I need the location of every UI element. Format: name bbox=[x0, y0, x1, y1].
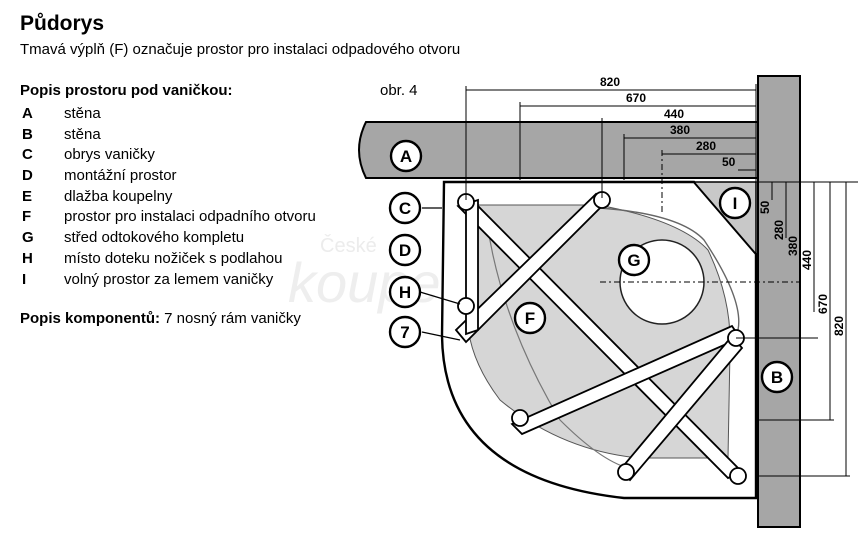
dim-h-50: 50 bbox=[722, 155, 736, 169]
components-text: 7 nosný rám vaničky bbox=[164, 310, 301, 327]
callout-a-label: A bbox=[400, 147, 412, 166]
callout-c-label: C bbox=[399, 199, 411, 218]
support-frame bbox=[454, 192, 744, 482]
callout-i-label: I bbox=[733, 194, 738, 213]
foot-icon bbox=[457, 297, 475, 315]
dim-h-280: 280 bbox=[696, 139, 716, 153]
legend-key: B bbox=[22, 125, 33, 143]
legend-text: montážní prostor bbox=[64, 167, 177, 185]
legend-heading: Popis prostoru pod vaničkou: bbox=[20, 82, 233, 99]
legend-text: místo doteku nožiček s podlahou bbox=[64, 249, 283, 267]
callout-d-label: D bbox=[399, 241, 411, 260]
horizontal-dimensions bbox=[465, 84, 757, 200]
legend-text: dlažba koupelny bbox=[64, 187, 173, 205]
callout-frame-7: 7 bbox=[388, 315, 422, 349]
callout-b-label: B bbox=[771, 368, 783, 387]
legend-text: stěna bbox=[64, 125, 101, 143]
callout-f: F bbox=[513, 301, 547, 335]
legend-key: E bbox=[22, 187, 33, 205]
callout-d: D bbox=[388, 233, 422, 267]
callout-i: I bbox=[718, 186, 752, 220]
legend-key: G bbox=[22, 229, 34, 247]
dim-h-440: 440 bbox=[664, 107, 684, 121]
legend-text: střed odtokového kompletu bbox=[64, 229, 245, 247]
dim-v-440: 440 bbox=[800, 250, 814, 270]
legend-key: C bbox=[22, 146, 33, 164]
legend-key: H bbox=[22, 249, 33, 267]
callout-h: H bbox=[388, 275, 422, 309]
dim-h-820: 820 bbox=[600, 75, 620, 89]
dim-v-280: 280 bbox=[772, 220, 786, 240]
legend-key: D bbox=[22, 167, 33, 185]
callout-b: B bbox=[760, 360, 794, 394]
callout-c: C bbox=[388, 191, 422, 225]
frame-feet bbox=[457, 191, 747, 485]
callout-h-label: H bbox=[399, 283, 411, 302]
legend-text: prostor pro instalaci odpadního otvoru bbox=[64, 208, 316, 226]
foot-icon bbox=[617, 463, 635, 481]
figure-label: obr. 4 bbox=[380, 82, 418, 99]
page-subtitle: Tmavá výplň (F) označuje prostor pro ins… bbox=[20, 41, 461, 58]
dim-v-670: 670 bbox=[816, 294, 830, 314]
watermark-line-1: České bbox=[320, 234, 377, 257]
components-label: Popis komponentů: bbox=[20, 310, 160, 327]
callout-f-label: F bbox=[525, 309, 535, 328]
wall-a bbox=[358, 121, 759, 179]
foot-icon bbox=[511, 409, 529, 427]
dim-v-820: 820 bbox=[832, 316, 846, 336]
dim-v-50: 50 bbox=[758, 200, 772, 214]
legend-text: stěna bbox=[64, 105, 101, 122]
callout-7-label: 7 bbox=[400, 323, 409, 342]
tray-inner-edge bbox=[485, 215, 629, 469]
components-description: Popis komponentů: 7 nosný rám vaničky bbox=[20, 310, 301, 327]
page-title: Půdorys bbox=[20, 12, 105, 35]
callout-leaders bbox=[419, 207, 461, 341]
tray-inner-lip bbox=[599, 207, 740, 331]
callout-a: A bbox=[389, 139, 423, 173]
legend-text: volný prostor za lemem vaničky bbox=[64, 270, 274, 288]
callout-g: G bbox=[617, 243, 651, 277]
dim-h-380: 380 bbox=[670, 123, 690, 137]
dim-v-380: 380 bbox=[786, 236, 800, 256]
legend-key: F bbox=[22, 208, 32, 226]
callout-g-label: G bbox=[627, 251, 640, 270]
legend-text: obrys vaničky bbox=[64, 146, 155, 164]
dim-h-670: 670 bbox=[626, 91, 646, 105]
foot-icon bbox=[729, 467, 747, 485]
vertical-dimensions bbox=[736, 181, 858, 477]
legend-key: I bbox=[22, 270, 27, 288]
wall-b bbox=[757, 75, 801, 528]
legend-key: A bbox=[22, 105, 33, 122]
